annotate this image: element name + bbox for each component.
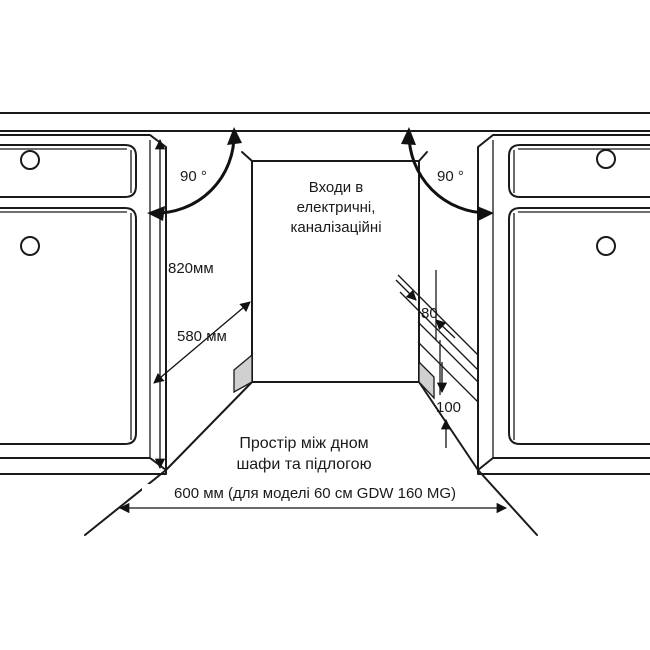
left-angle-indicator: 90 °: [147, 127, 242, 221]
left-angle-label: 90 °: [180, 168, 207, 185]
right-angle-label: 90 °: [437, 168, 464, 185]
dimension-80-label: 80: [421, 305, 438, 322]
left-floor-block: [233, 353, 253, 394]
left-cabinet: [0, 134, 167, 475]
right-wall-guides: [397, 270, 479, 403]
dimension-100: 100: [436, 362, 461, 448]
depth-label: 580 мм: [177, 328, 227, 345]
countertop: [0, 112, 650, 132]
inlets-line-2: електричні,: [297, 199, 376, 216]
space-line-2: шафи та підлогою: [236, 456, 371, 473]
niche-back-wall: [251, 160, 420, 383]
height-label: 820мм: [168, 260, 214, 277]
height-dimension: 820мм: [154, 138, 214, 470]
inlets-label: Входи в електричні, каналізаційні: [290, 179, 381, 236]
right-floor-block: [418, 360, 435, 400]
dimension-80: 80: [395, 279, 456, 339]
dimension-100-label: 100: [436, 399, 461, 416]
right-door-knob: [596, 236, 616, 256]
right-top-knob: [596, 149, 616, 169]
inlets-line-1: Входи в: [309, 179, 363, 196]
right-angle-indicator: 90 °: [401, 127, 494, 221]
space-label: Простір між дном шафи та підлогою: [236, 435, 371, 473]
left-door-knob: [20, 236, 40, 256]
right-cabinet: [477, 134, 650, 475]
width-dimension: 600 мм (для моделі 60 см GDW 160 MG): [84, 469, 538, 536]
width-label: 600 мм (для моделі 60 см GDW 160 MG): [174, 485, 456, 502]
inlets-line-3: каналізаційні: [290, 219, 381, 236]
left-top-knob: [20, 150, 40, 170]
space-line-1: Простір між дном: [239, 435, 368, 452]
depth-dimension: 580 мм: [153, 301, 251, 384]
